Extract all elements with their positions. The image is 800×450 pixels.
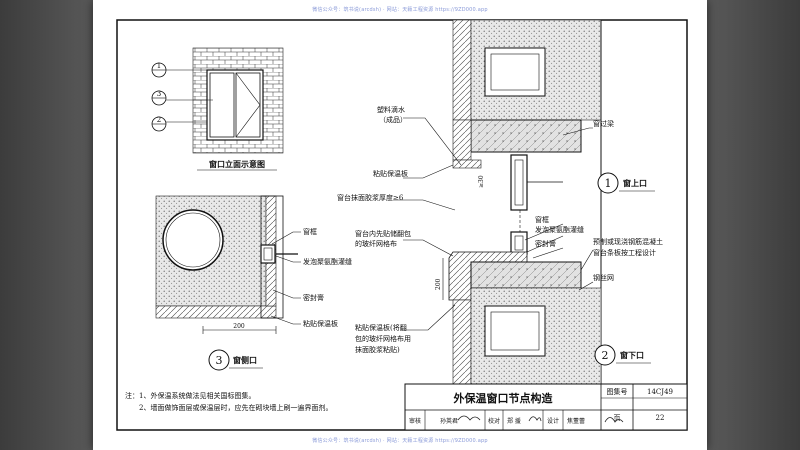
side-label-sealant: 密封膏	[303, 293, 324, 302]
side-label-frame: 窗框	[303, 227, 317, 236]
top-detail-number: 1	[605, 177, 612, 190]
watermark-bottom: 微信公众号：筑书说(arcdsh) · 网站：天籁工程资源 https://9Z…	[312, 438, 488, 444]
sill-label-precast-1: 预制或现浇钢筋混凝土	[593, 237, 663, 246]
watermark-top: 微信公众号：筑书说(arcdsh) · 网站：天籁工程资源 https://9Z…	[312, 7, 488, 13]
sill-label-precast-2: 窗台条板按工程设计	[593, 248, 656, 257]
drawing-title: 外保温窗口节点构造	[453, 391, 554, 405]
note-line-2: 2、墙面做饰面层或保温层时，应先在砌块墙上刷一遍界面剂。	[139, 403, 332, 412]
elevation-callout-3: 3	[157, 90, 161, 98]
elevation-callout-1: 1	[157, 62, 161, 70]
elevation-title: 窗口立面示意图	[209, 159, 265, 169]
top-label-drip-sub: （成品）	[379, 115, 407, 124]
design-label: 设计	[547, 417, 559, 425]
side-label-foam: 发泡聚氨酯灌缝	[303, 257, 352, 266]
side-jamb-detail: 窗框 发泡聚氨酯灌缝 密封膏 粘贴保温板 200 3 窗侧口	[155, 195, 352, 371]
sill-label-wire-mesh: 钢丝网	[593, 273, 614, 282]
reviewer-signature	[457, 415, 481, 421]
top-dim: ≥30	[478, 175, 485, 188]
side-detail-title: 窗侧口	[233, 355, 257, 365]
sill-dimension: 200	[435, 278, 442, 290]
side-label-board: 粘贴保温板	[303, 319, 338, 328]
check-label: 校对	[488, 417, 500, 425]
designer-signature	[604, 417, 624, 423]
drawing-sheet: 微信公众号：筑书说(arcdsh) · 网站：天籁工程资源 https://9Z…	[93, 0, 707, 450]
sill-label-mesh-2: 的玻纤网格布	[355, 239, 397, 248]
page-label: 页	[614, 414, 621, 422]
note-line-1: 注：1、外保温系统做法见相关国标图集。	[125, 391, 255, 400]
designer-name: 焦董蕾	[567, 417, 585, 425]
top-detail-title: 窗上口	[623, 178, 647, 188]
atlas-value: 14CJ49	[647, 388, 673, 396]
elevation-callout-2: 2	[157, 116, 161, 124]
window-section: 200 ≥30 塑料滴水 （成品） 窗过梁 粘贴保温板 窗台抹面胶浆厚度≥6 窗…	[337, 19, 663, 430]
sill-label-mortar: 窗台抹面胶浆厚度≥6	[337, 193, 404, 202]
sill-label-sealant: 密封膏	[535, 239, 556, 248]
sill-label-board-1: 粘贴保温板(将翻	[355, 323, 407, 332]
sheet-border	[116, 19, 688, 431]
top-label-lintel: 窗过梁	[593, 119, 614, 128]
reviewer-name: 孙英君	[440, 417, 458, 425]
top-label-board: 粘贴保温板	[373, 169, 408, 178]
sill-label-board-3: 抹面胶浆粘贴)	[355, 345, 400, 354]
window-elevation: 1 3 2 窗口立面示意图	[151, 47, 284, 171]
sill-label-mesh-1: 窗台内先贴储翻包	[355, 229, 411, 238]
top-label-drip: 塑料滴水	[377, 105, 405, 114]
sill-label-foam: 发泡聚氨酯灌缝	[535, 225, 584, 234]
side-dimension: 200	[233, 323, 245, 330]
title-block: 外保温窗口节点构造 图集号 14CJ49 页 22 审核 孙英君 校对 郑 援 …	[404, 383, 688, 431]
sill-label-board-2: 包的玻纤网格布用	[355, 334, 411, 343]
page-value: 22	[656, 414, 665, 422]
drawing-canvas: 1 3 2 窗口立面示意图 窗框 发泡聚氨酯灌缝 密封膏 粘贴保温板	[116, 19, 688, 431]
checker-signature	[528, 416, 542, 422]
viewer-background-left	[0, 0, 95, 450]
viewer-background-right	[705, 0, 800, 450]
sill-detail-number: 2	[602, 349, 609, 362]
checker-name: 郑 援	[507, 417, 521, 425]
review-label: 审核	[409, 417, 421, 425]
sill-detail-title: 窗下口	[620, 350, 644, 360]
sill-label-frame: 窗框	[535, 215, 549, 224]
side-detail-number: 3	[216, 354, 223, 367]
atlas-label: 图集号	[607, 387, 628, 396]
